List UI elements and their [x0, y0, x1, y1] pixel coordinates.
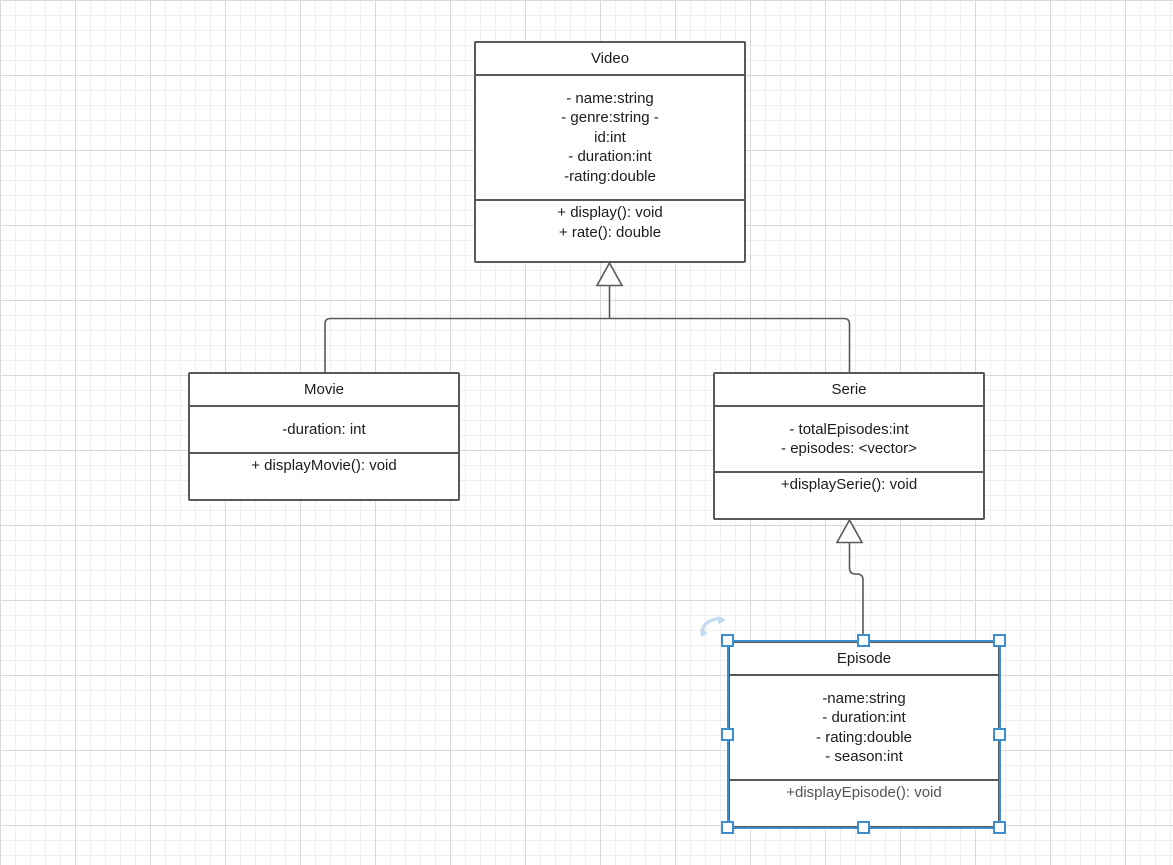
resize-handle-middle-left[interactable]: [721, 728, 734, 741]
class-operations-serie: +displaySerie(): void: [715, 471, 983, 497]
attribute-line: - season:int: [825, 748, 903, 765]
operation-line: + rate(): double: [558, 223, 662, 241]
generalization-arrowhead-video: [595, 261, 624, 287]
class-name-episode: Episode: [730, 643, 998, 674]
attribute-line: - name:string: [566, 89, 654, 107]
resize-handle-bottom-left[interactable]: [721, 821, 734, 834]
class-name-video: Video: [476, 43, 744, 74]
resize-handle-bottom-center[interactable]: [857, 821, 870, 834]
attribute-line: -rating:double: [564, 167, 656, 185]
class-operations-episode: +displayEpisode(): void: [730, 779, 998, 805]
class-name-label: Episode: [836, 650, 892, 667]
resize-handle-top-center[interactable]: [857, 634, 870, 647]
class-name-serie: Serie: [715, 374, 983, 405]
class-attributes-episode: -name:string - duration:int - rating:dou…: [730, 674, 998, 779]
rotate-icon[interactable]: [699, 612, 729, 638]
class-attributes-serie: - totalEpisodes:int - episodes: <vector>: [715, 405, 983, 471]
attribute-line: - duration:int: [822, 709, 906, 726]
class-name-label: Serie: [831, 381, 867, 398]
attribute-line: - episodes: <vector>: [781, 440, 917, 457]
class-name-label: Video: [590, 50, 630, 67]
generalization-arrowhead-serie: [835, 518, 864, 544]
uml-class-movie[interactable]: Movie -duration: int + displayMovie(): v…: [188, 372, 460, 501]
class-name-label: Movie: [303, 381, 344, 398]
operation-line: +displaySerie(): void: [780, 476, 918, 493]
operation-line: + displayMovie(): void: [251, 457, 397, 474]
uml-class-video[interactable]: Video - name:string - genre:string - id:…: [474, 41, 746, 263]
attribute-line: - duration:int: [568, 148, 652, 166]
uml-class-episode[interactable]: Episode -name:string - duration:int - ra…: [728, 641, 1000, 828]
class-operations-video: + display(): void + rate(): double: [476, 199, 744, 244]
generalization-movie-serie-to-video: [324, 261, 851, 372]
resize-handle-bottom-right[interactable]: [993, 821, 1006, 834]
attribute-line: - rating:double: [816, 728, 912, 746]
class-attributes-movie: -duration: int: [190, 405, 458, 452]
attribute-line: -name:string: [822, 689, 906, 707]
class-attributes-video: - name:string - genre:string - id:int - …: [476, 74, 744, 199]
resize-handle-top-left[interactable]: [721, 634, 734, 647]
attribute-line: - totalEpisodes:int: [789, 420, 909, 438]
generalization-episode-to-serie: [835, 518, 864, 641]
operation-line: +displayEpisode(): void: [786, 784, 942, 801]
attribute-line: id:int: [594, 128, 626, 146]
attribute-line: -duration: int: [282, 420, 366, 438]
resize-handle-middle-right[interactable]: [993, 728, 1006, 741]
resize-handle-top-right[interactable]: [993, 634, 1006, 647]
class-operations-movie: + displayMovie(): void: [190, 452, 458, 478]
uml-class-serie[interactable]: Serie - totalEpisodes:int - episodes: <v…: [713, 372, 985, 520]
attribute-line: - genre:string -: [561, 109, 659, 127]
operation-line: + display(): void: [557, 204, 663, 221]
class-name-movie: Movie: [190, 374, 458, 405]
